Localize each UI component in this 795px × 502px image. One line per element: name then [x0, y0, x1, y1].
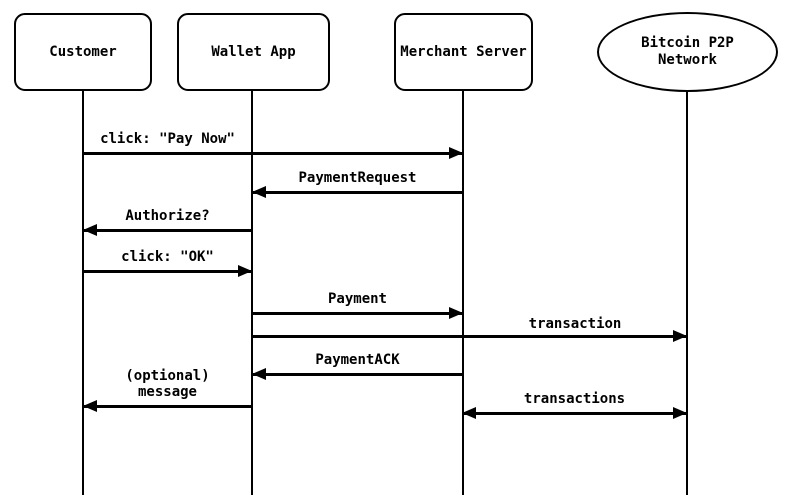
lifeline-wallet-app	[251, 91, 253, 495]
actor-box-merchant-server: Merchant Server	[394, 13, 533, 91]
arrow-shaft	[83, 228, 252, 232]
message-label: transaction	[528, 316, 622, 332]
actor-label: Bitcoin P2P Network	[641, 35, 734, 68]
actor-label: Customer	[49, 44, 117, 60]
actor-box-customer: Customer	[14, 13, 152, 91]
arrowhead-left-icon	[83, 400, 97, 412]
message-arrow	[252, 186, 463, 198]
arrowhead-left-icon	[252, 186, 266, 198]
arrowhead-right-icon	[673, 407, 687, 419]
arrowhead-right-icon	[449, 307, 463, 319]
message-arrow	[252, 368, 463, 380]
arrow-shaft	[252, 190, 463, 194]
actor-ellipse-bitcoin-p2p-network: Bitcoin P2P Network	[597, 12, 778, 92]
arrowhead-right-icon	[673, 330, 687, 342]
lifeline-customer	[82, 91, 84, 495]
actor-label: Wallet App	[211, 44, 296, 60]
actor-label: Merchant Server	[400, 44, 527, 60]
arrow-shaft	[83, 151, 463, 155]
arrow-shaft	[252, 311, 463, 315]
arrow-shaft	[252, 334, 687, 338]
arrowhead-right-icon	[238, 265, 252, 277]
arrowhead-left-icon	[83, 224, 97, 236]
message-label: PaymentRequest	[298, 170, 417, 186]
message-label: (optional) message	[125, 368, 210, 400]
arrowhead-left-icon	[462, 407, 476, 419]
arrow-shaft	[462, 411, 687, 415]
message-arrow	[83, 147, 463, 159]
arrowhead-right-icon	[449, 147, 463, 159]
message-arrow	[252, 307, 463, 319]
arrowhead-left-icon	[252, 368, 266, 380]
lifeline-bitcoin-p2p-network	[686, 92, 688, 495]
arrow-shaft	[252, 372, 463, 376]
message-arrow	[252, 330, 687, 342]
message-label: transactions	[523, 391, 626, 407]
message-label: Authorize?	[125, 208, 210, 224]
message-label: Payment	[327, 291, 387, 307]
message-arrow	[83, 400, 252, 412]
arrow-shaft	[83, 269, 252, 273]
actor-box-wallet-app: Wallet App	[177, 13, 330, 91]
message-label: PaymentACK	[315, 352, 400, 368]
lifeline-merchant-server	[462, 91, 464, 495]
message-arrow	[83, 265, 252, 277]
message-label: click: "Pay Now"	[100, 131, 235, 147]
message-label: click: "OK"	[121, 249, 214, 265]
arrow-shaft	[83, 404, 252, 408]
message-arrow	[83, 224, 252, 236]
message-arrow	[462, 407, 687, 419]
